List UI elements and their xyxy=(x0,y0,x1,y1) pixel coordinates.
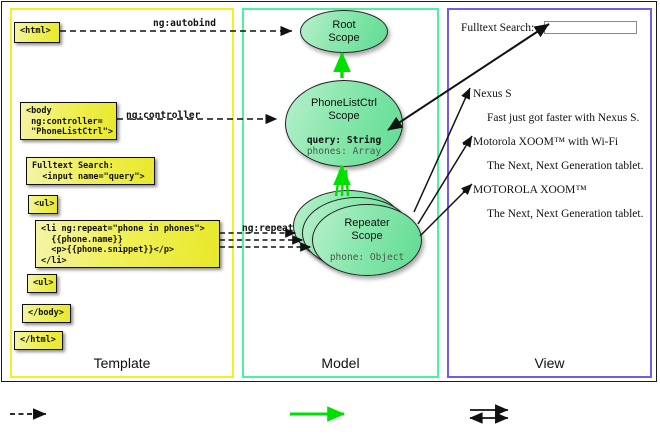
codebox-ul-close: <ul> xyxy=(27,274,57,293)
view-search-input[interactable] xyxy=(544,21,637,34)
view-search-label: Fulltext Search: xyxy=(461,22,535,34)
view-item-name-1: Motorola XOOM™ with Wi-Fi xyxy=(473,136,619,148)
panel-model-label: Model xyxy=(321,355,360,371)
scope-phonelistctrl-title-line2: Scope xyxy=(328,109,360,122)
view-bullet-1: • xyxy=(462,136,467,151)
scope-root-title-line1: Root xyxy=(332,19,356,31)
scope-root-title-line2: Scope xyxy=(328,31,360,44)
diagram-frame: Template Model View <html> <body ng:cont… xyxy=(1,1,657,382)
codebox-html-open: <html> xyxy=(14,22,60,43)
codebox-body-close: </body> xyxy=(22,304,71,323)
view-item-snippet-2: The Next, Next Generation tablet. xyxy=(487,208,644,220)
view-bullet-0: • xyxy=(462,88,467,103)
codebox-li-repeat: <li ng:repeat="phone in phones"> {{phone… xyxy=(35,220,220,268)
edge-label-repeat: ng:repeat xyxy=(242,223,294,234)
view-bullet-2: • xyxy=(462,184,467,199)
codebox-fulltext-search: Fulltext Search: <input name="query"> xyxy=(26,157,155,185)
legend: Implicit Scope Declaration Scope Inherit… xyxy=(0,389,660,435)
edge-label-autobind: ng:autobind xyxy=(153,18,216,29)
codebox-body-open: <body ng:controller= "PhoneListCtrl"> xyxy=(20,102,117,140)
view-item-snippet-1: The Next, Next Generation tablet. xyxy=(487,160,644,172)
codebox-ul-open: <ul> xyxy=(28,195,58,214)
scope-phonelistctrl-prop-query: query: String xyxy=(306,135,382,146)
scope-repeater: Repeater Scope phone: Object xyxy=(312,204,422,276)
panel-template-label: Template xyxy=(93,355,151,371)
codebox-html-close: </html> xyxy=(14,331,63,350)
edge-label-controller: ng:controller xyxy=(126,110,201,121)
view-item-name-2: MOTOROLA XOOM™ xyxy=(473,184,587,196)
scope-repeater-title-line1: Repeater xyxy=(344,217,390,229)
scope-repeater-prop-phone: phone: Object xyxy=(329,252,405,263)
scope-repeater-title-line2: Scope xyxy=(351,229,383,242)
scope-root: Root Scope xyxy=(300,10,388,53)
view-item-name-0: Nexus S xyxy=(473,88,512,100)
view-item-snippet-0: Fast just got faster with Nexus S. xyxy=(487,112,640,124)
scope-phonelistctrl: PhoneListCtrl Scope query: String phones… xyxy=(285,80,403,167)
scope-phonelistctrl-title-line1: PhoneListCtrl xyxy=(310,97,378,109)
view-content: Fulltext Search: • Nexus S Fast just got… xyxy=(447,8,652,378)
scope-phonelistctrl-prop-phones: phones: Array xyxy=(306,146,382,157)
panel-view-label: View xyxy=(534,355,565,371)
